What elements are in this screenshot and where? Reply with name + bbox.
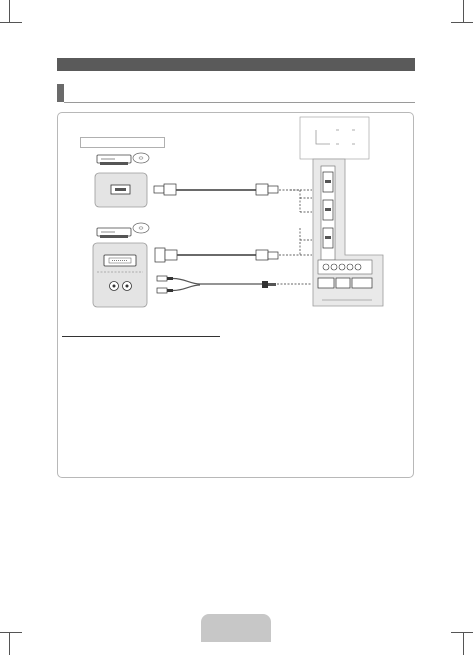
hdmi-cable — [153, 183, 279, 196]
crop-mark-top-right-v — [463, 0, 464, 22]
section-tab — [57, 84, 64, 102]
device-label-box — [80, 137, 165, 148]
dvi-hdmi-cable — [154, 247, 279, 263]
device2-back-panel — [92, 242, 148, 308]
crop-mark-top-left-h — [0, 22, 22, 23]
header-bar — [57, 58, 415, 71]
dvi-port-icon — [103, 254, 137, 267]
bluray-player-icon — [96, 154, 132, 165]
tv-back-panel-icon — [299, 116, 384, 307]
crop-mark-bottom-right-v — [463, 633, 464, 655]
bluray-player-icon-2 — [96, 227, 132, 238]
disc-icon — [132, 152, 150, 164]
hdmi-port-icon — [110, 184, 131, 195]
section-underline — [64, 102, 415, 103]
page-number-tab — [201, 614, 271, 642]
crop-mark-top-right-h — [451, 22, 473, 23]
crop-mark-bottom-left-v — [9, 633, 10, 655]
crop-mark-bottom-left-h — [0, 632, 22, 633]
crop-mark-bottom-right-h — [451, 632, 473, 633]
disc-icon-2 — [132, 222, 150, 234]
crop-mark-top-left-v — [9, 0, 10, 22]
audio-jacks-icon — [109, 281, 132, 291]
connector-guides — [277, 189, 312, 285]
note-heading-underline — [62, 336, 220, 337]
audio-cable — [156, 275, 276, 294]
